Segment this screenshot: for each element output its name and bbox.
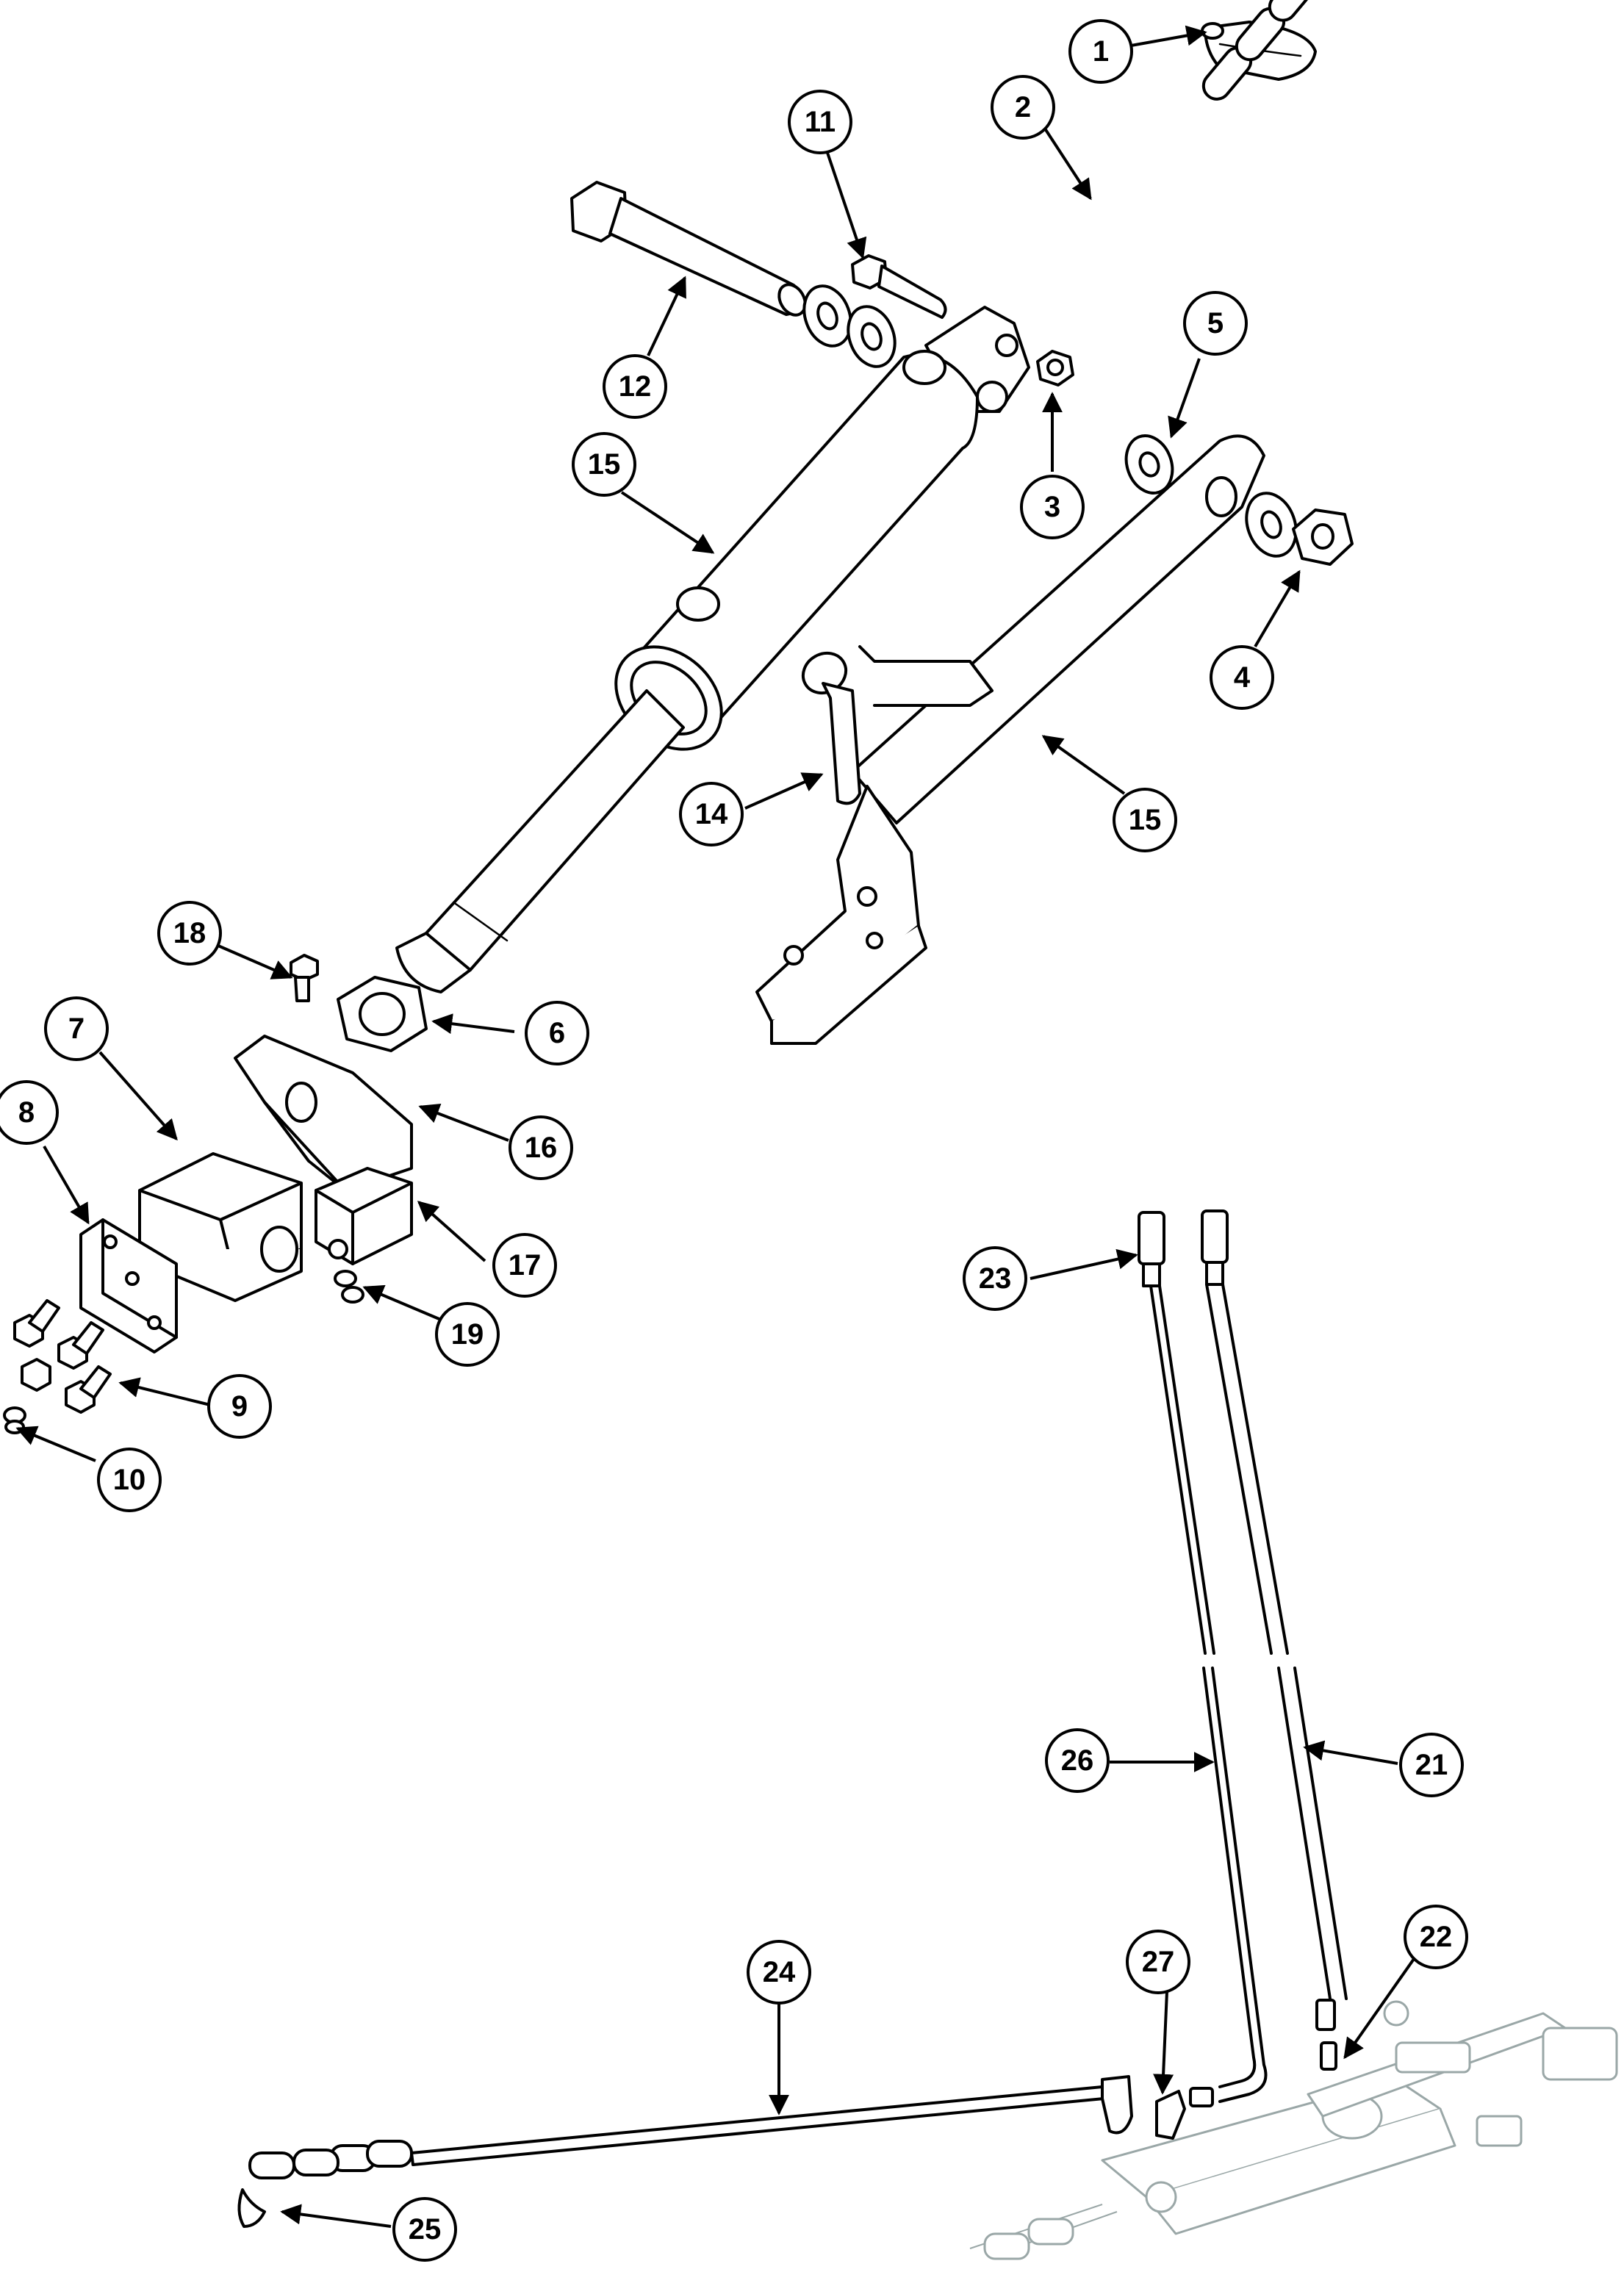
callout-26: 26	[1045, 1728, 1110, 1793]
part-23-quick-couplers	[1139, 1211, 1227, 1286]
part-11-bolt	[852, 256, 946, 317]
svg-text:25: 25	[409, 2213, 442, 2246]
part-12-long-bolt	[572, 182, 811, 320]
callout-19: 19	[435, 1302, 500, 1367]
part-6-large-nut	[338, 977, 426, 1051]
svg-text:16: 16	[525, 1132, 558, 1164]
part-19-nuts	[335, 1271, 363, 1302]
part-17-block	[316, 1168, 412, 1264]
svg-text:10: 10	[113, 1464, 146, 1496]
part-8-plate	[81, 1220, 176, 1352]
svg-text:1: 1	[1093, 35, 1109, 68]
part-25-clip	[239, 2190, 265, 2226]
svg-text:2: 2	[1015, 91, 1031, 123]
svg-text:11: 11	[805, 106, 836, 138]
callout-10: 10	[97, 1448, 162, 1512]
svg-text:17: 17	[509, 1249, 542, 1281]
callout-14: 14	[679, 782, 744, 846]
callout-7: 7	[44, 996, 109, 1061]
svg-text:21: 21	[1415, 1749, 1448, 1781]
callout-24: 24	[747, 1940, 811, 2005]
callout-23: 23	[963, 1246, 1027, 1311]
callout-8: 8	[0, 1080, 59, 1145]
callout-3: 3	[1020, 475, 1085, 539]
callout-15b: 15	[1113, 788, 1177, 852]
leader-lines	[15, 25, 1415, 2228]
part-27-elbow-fitting	[1157, 2088, 1212, 2138]
svg-text:15: 15	[588, 448, 621, 481]
callout-17: 17	[492, 1233, 557, 1298]
callout-6: 6	[525, 1001, 589, 1065]
svg-text:9: 9	[231, 1390, 248, 1423]
callout-1: 1	[1068, 19, 1133, 84]
part-21-hose	[1207, 1284, 1346, 1999]
part-2-chain	[1198, 0, 1454, 104]
callout-9: 9	[207, 1374, 272, 1439]
part-15-lift-arm	[757, 436, 1264, 1043]
part-7-block	[140, 1154, 301, 1301]
part-5-washer	[1118, 429, 1180, 500]
part-15-hydraulic-cylinder	[397, 307, 1029, 992]
callout-18: 18	[157, 901, 222, 966]
part-22-fitting	[1317, 2000, 1336, 2069]
svg-text:6: 6	[549, 1017, 565, 1049]
part-9-bolts	[15, 1301, 110, 1412]
part-4-nut-washer	[1238, 486, 1352, 564]
svg-text:8: 8	[18, 1096, 35, 1129]
part-16-bracket	[235, 1036, 412, 1190]
callout-2: 2	[991, 75, 1055, 140]
washer-pair-upper	[796, 279, 902, 373]
callout-5: 5	[1183, 291, 1248, 356]
callout-12: 12	[603, 354, 667, 419]
callout-11: 11	[788, 90, 852, 154]
callout-25: 25	[392, 2197, 457, 2262]
part-3-nut	[1038, 351, 1073, 385]
callout-27: 27	[1126, 1930, 1190, 1994]
svg-text:15: 15	[1129, 804, 1162, 836]
callout-15a: 15	[572, 432, 636, 497]
svg-text:26: 26	[1061, 1744, 1094, 1777]
callout-22: 22	[1404, 1905, 1468, 1969]
callout-16: 16	[509, 1115, 573, 1180]
svg-text:22: 22	[1420, 1921, 1453, 1953]
svg-text:24: 24	[763, 1956, 796, 1988]
svg-text:5: 5	[1207, 307, 1224, 339]
part-18-small-bolt	[291, 955, 317, 1001]
svg-text:3: 3	[1044, 491, 1060, 523]
callout-4: 4	[1210, 645, 1274, 710]
svg-text:12: 12	[619, 370, 652, 403]
svg-text:18: 18	[173, 917, 206, 949]
svg-text:4: 4	[1234, 661, 1251, 694]
callout-21: 21	[1399, 1733, 1464, 1797]
part-24-rod-chain	[250, 2077, 1132, 2178]
svg-text:7: 7	[68, 1013, 85, 1045]
svg-text:19: 19	[451, 1318, 484, 1351]
part-14-pin	[796, 645, 860, 803]
part-26-hose	[1143, 1286, 1266, 2102]
svg-text:14: 14	[695, 798, 728, 830]
svg-text:23: 23	[979, 1262, 1012, 1295]
svg-text:27: 27	[1142, 1946, 1175, 1978]
ghost-assembly-context	[970, 2002, 1617, 2259]
